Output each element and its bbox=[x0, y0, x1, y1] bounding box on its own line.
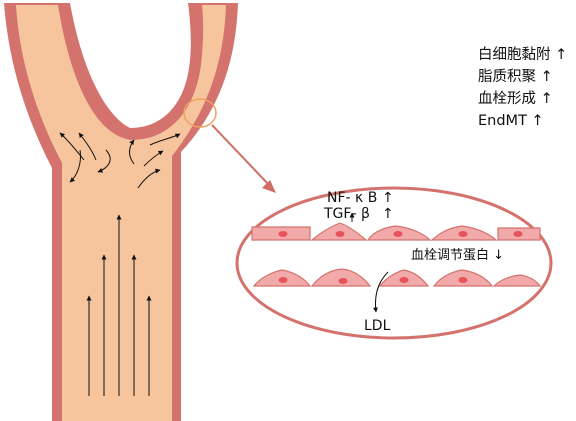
cell-nucleus bbox=[400, 277, 409, 283]
effect-lipid-accumulation: 脂质积聚 ↑ bbox=[478, 66, 574, 88]
cell-nucleus bbox=[514, 231, 523, 237]
cell-nucleus bbox=[459, 277, 468, 283]
zoom-view: NF- κ B ↑ TGF- β ↑ 血栓调节蛋白 ↓ LDL bbox=[237, 188, 551, 338]
cell-nucleus bbox=[394, 231, 403, 237]
cell-nucleus bbox=[459, 231, 468, 237]
zoom-ellipse bbox=[237, 188, 551, 338]
cell-nucleus bbox=[279, 277, 288, 283]
tgfb-up-arrow: ↑ bbox=[382, 206, 394, 222]
thrombomodulin-label: 血栓调节蛋白 ↓ bbox=[411, 247, 504, 263]
ldl-label: LDL bbox=[364, 318, 391, 334]
cell-nucleus bbox=[336, 231, 345, 237]
effects-list: 白细胞黏附 ↑ 脂质积聚 ↑ 血栓形成 ↑ EndMT ↑ bbox=[478, 44, 574, 132]
effect-endmt: EndMT ↑ bbox=[478, 110, 574, 132]
vessel bbox=[4, 3, 238, 421]
cell-nucleus bbox=[339, 278, 348, 284]
tgfb-label: TGF- β bbox=[323, 206, 370, 222]
effect-thrombosis: 血栓形成 ↑ bbox=[478, 88, 574, 110]
nfkb-up-arrow: ↑ bbox=[382, 190, 394, 206]
effect-leukocyte-adhesion: 白细胞黏附 ↑ bbox=[478, 44, 574, 66]
nfkb-label: NF- κ B bbox=[327, 190, 377, 206]
cell-nucleus bbox=[279, 231, 288, 237]
zoom-connector bbox=[212, 125, 276, 193]
